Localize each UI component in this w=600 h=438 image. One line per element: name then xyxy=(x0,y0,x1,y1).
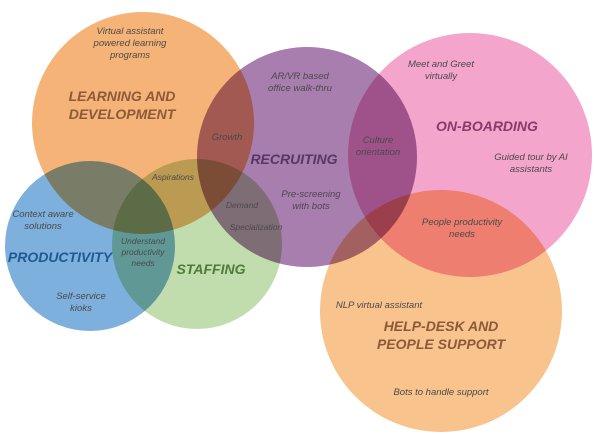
title-productivity-line: PRODUCTIVITY xyxy=(8,249,114,265)
label-guided-tour-line: assistants xyxy=(510,164,552,175)
label-culture-line: orientation xyxy=(356,147,400,158)
label-specialization: Specialization xyxy=(230,222,283,232)
label-understand-productivity-line: productivity xyxy=(121,247,166,257)
circles-layer xyxy=(5,12,592,432)
label-learning-programs-line: programs xyxy=(109,50,150,61)
label-self-service-line: Self-service xyxy=(56,291,106,302)
label-walkthru-line: AR/VR based xyxy=(270,71,329,82)
label-people-productivity-line: People productivity xyxy=(422,217,504,228)
label-aspirations-line: Aspirations xyxy=(151,172,195,182)
label-learning-programs-line: powered learning xyxy=(93,38,168,49)
title-onboarding-line: ON-BOARDING xyxy=(436,118,538,134)
circle-staffing xyxy=(112,159,282,329)
label-bots-support-line: Bots to handle support xyxy=(393,387,488,398)
label-people-productivity-line: needs xyxy=(449,229,475,240)
label-self-service-line: kioks xyxy=(70,303,92,314)
label-bots-support: Bots to handle support xyxy=(393,387,488,398)
label-prescreening-line: Pre-screening xyxy=(281,189,341,200)
label-specialization-line: Specialization xyxy=(230,222,283,232)
titles-layer: LEARNING AND DEVELOPMENT RECRUITING ON-BOAR… xyxy=(8,88,538,352)
label-demand-line: Demand xyxy=(226,200,258,210)
title-staffing-line: STAFFING xyxy=(177,261,246,277)
title-onboarding: ON-BOARDING xyxy=(436,118,538,134)
title-staffing: STAFFING xyxy=(177,261,246,277)
label-learning-programs-line: Virtual assistant xyxy=(97,26,164,37)
label-demand: Demand xyxy=(226,200,258,210)
title-helpdesk: HELP-DESK AND PEOPLE SUPPORT xyxy=(377,318,507,352)
title-learning-line: LEARNING AND xyxy=(69,88,176,104)
label-guided-tour-line: Guided tour by AI xyxy=(494,152,568,163)
label-context-aware-line: solutions xyxy=(24,221,62,232)
label-understand-productivity-line: needs xyxy=(131,258,155,268)
label-context-aware-line: Context aware xyxy=(12,209,73,220)
label-prescreening-line: with bots xyxy=(292,201,330,212)
title-learning: LEARNING AND DEVELOPMENT xyxy=(69,88,177,122)
title-learning-line: DEVELOPMENT xyxy=(69,106,177,122)
title-recruiting: RECRUITING xyxy=(250,151,337,167)
circle-helpdesk xyxy=(320,190,562,432)
label-culture-line: Culture xyxy=(363,135,394,146)
title-productivity: PRODUCTIVITY xyxy=(8,249,114,265)
title-helpdesk-line: PEOPLE SUPPORT xyxy=(377,336,507,352)
label-meet-greet-line: virtually xyxy=(425,71,458,82)
label-nlp-assistant: NLP virtual assistant xyxy=(336,300,423,311)
label-aspirations: Aspirations xyxy=(151,172,195,182)
title-helpdesk-line: HELP-DESK AND xyxy=(384,318,499,334)
label-nlp-assistant-line: NLP virtual assistant xyxy=(336,300,423,311)
title-recruiting-line: RECRUITING xyxy=(250,151,337,167)
label-growth-line: Growth xyxy=(212,132,243,143)
label-understand-productivity-line: Understand xyxy=(121,236,165,246)
label-growth: Growth xyxy=(212,132,243,143)
label-walkthru-line: office walk-thru xyxy=(268,83,333,94)
label-meet-greet-line: Meet and Greet xyxy=(408,59,474,70)
